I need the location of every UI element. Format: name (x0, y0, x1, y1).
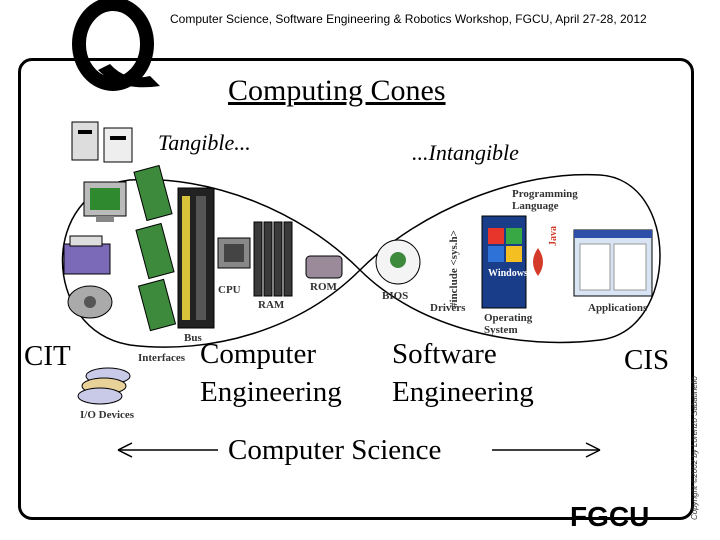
operating-system-label-2: System (484, 324, 518, 336)
expansion-card-icon (137, 278, 177, 332)
windows-label: Windows (488, 268, 528, 279)
workshop-header: Computer Science, Software Engineering &… (170, 12, 647, 26)
computer-engineering-line2: Engineering (200, 376, 342, 408)
cd-stack-icon (77, 367, 131, 405)
cones-outline (61, 173, 661, 348)
java-label: Java (548, 226, 559, 246)
drivers-label: Drivers (430, 302, 466, 314)
operating-system-label-1: Operating (484, 312, 533, 324)
programming-language-label-2: Language (512, 200, 559, 212)
expansion-card-icon (133, 164, 173, 222)
slide-frame (18, 58, 694, 520)
software-images (481, 215, 653, 309)
software-engineering-line1: Software (392, 338, 497, 370)
q-logo (72, 0, 160, 91)
java-icon (533, 248, 543, 276)
rom-label: ROM (310, 281, 337, 293)
ram-modules-icon (253, 221, 293, 297)
fgcu-logo: FGCU (570, 501, 650, 532)
rom-chip-icon (305, 255, 343, 279)
software-engineering-line2: Engineering (392, 376, 534, 408)
page-title: Computing Cones (228, 74, 446, 107)
copyright-note: Copyright ©2002 by Lorenzo Sabatinello (690, 376, 699, 520)
bus-label: Bus (184, 332, 202, 344)
include-label: #include <sys.h> (448, 230, 460, 308)
ram-label: RAM (258, 299, 285, 311)
cis-label: CIS (624, 344, 670, 376)
computer-science-label: Computer Science (228, 434, 442, 466)
cpu-label: CPU (218, 284, 241, 296)
computer-science-arrow (117, 442, 601, 458)
printer-icon (63, 243, 111, 275)
expansion-card-icon (135, 222, 175, 280)
applications-label: Applications (588, 302, 648, 314)
bios-label: BIOS (382, 290, 409, 302)
interfaces-label: Interfaces (138, 352, 186, 364)
computer-engineering-line1: Computer (200, 338, 316, 370)
programming-language-label-1: Programming (512, 188, 578, 200)
tower-icon (71, 121, 99, 161)
fgcu-bar (560, 512, 670, 518)
intangible-label: ...Intangible (412, 140, 519, 165)
tangible-label: Tangible... (158, 130, 251, 155)
hardware-images (63, 121, 421, 405)
cit-label: CIT (24, 340, 71, 372)
io-devices-label: I/O Devices (80, 409, 135, 421)
